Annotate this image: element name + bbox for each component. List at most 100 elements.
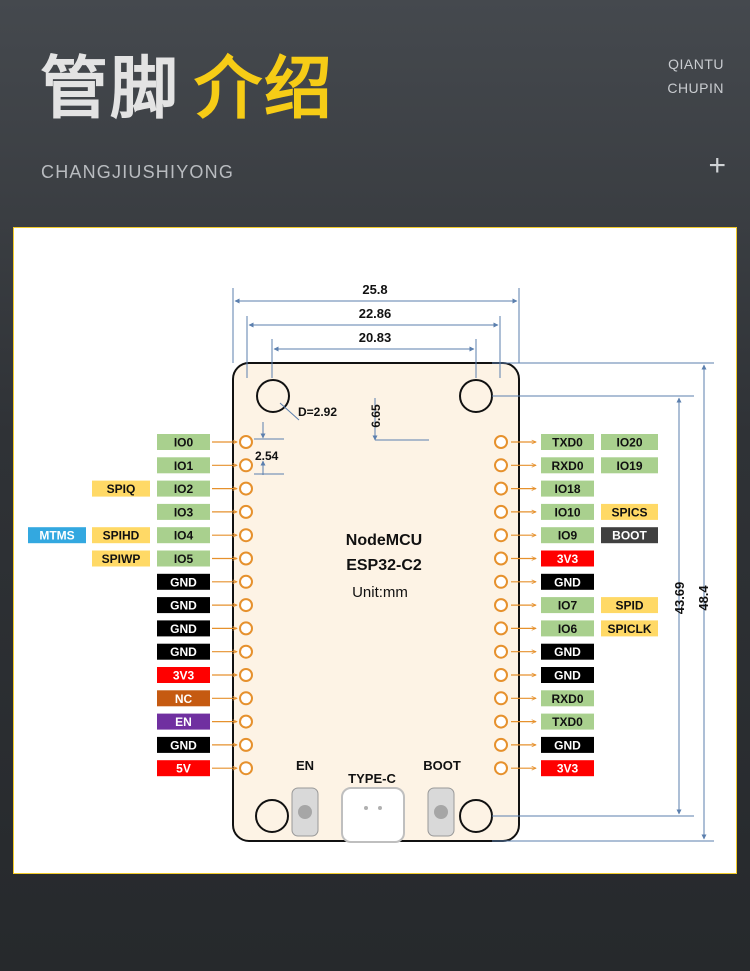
left-pin-hole-15 <box>239 761 253 776</box>
board-name: NodeMCU <box>346 532 422 549</box>
left-pin-hole-11 <box>239 668 253 682</box>
right-pin-1-alt-1: IO20 <box>616 436 642 450</box>
left-pin-6-alt-1: SPIWP <box>102 552 141 566</box>
brand-line-2: CHUPIN <box>667 80 724 96</box>
right-pin-hole-12 <box>494 691 508 706</box>
left-pin-label-10-box <box>157 643 210 660</box>
left-pin-label-15: 5V <box>176 762 191 776</box>
left-pin-hole-9 <box>239 621 253 636</box>
left-pin-label-14-box <box>157 736 210 753</box>
right-pin-label-9: IO6 <box>558 622 578 636</box>
right-pin-hole-15 <box>494 761 508 776</box>
brand-mark: QIANTU CHUPIN <box>667 52 724 100</box>
right-pin-label-5: IO9 <box>558 529 578 543</box>
right-pin-hole-1 <box>494 435 508 449</box>
right-pin-label-8: IO7 <box>558 599 578 613</box>
left-pin-label-2: IO1 <box>174 459 194 473</box>
brand-line-1: QIANTU <box>668 56 724 72</box>
usb-c-dot-right <box>378 806 382 810</box>
right-pin-label-1-box <box>541 434 594 450</box>
right-pin-5-alt-1-box <box>601 527 658 544</box>
right-pin-label-2: RXD0 <box>551 459 583 473</box>
right-pin-label-14-box <box>541 736 594 753</box>
right-pin-label-6-box <box>541 550 594 567</box>
left-pin-hole-4 <box>239 504 253 519</box>
usb-port-label: TYPE-C <box>348 771 396 786</box>
mounting-hole-top-left <box>256 379 290 413</box>
left-pin-hole-14 <box>239 737 253 752</box>
right-pin-hole-2 <box>494 458 508 473</box>
en-button-cap <box>298 805 312 819</box>
left-pin-label-8: GND <box>170 599 197 613</box>
right-pin-label-7-box <box>541 573 594 590</box>
right-pin-label-4: IO10 <box>554 505 580 519</box>
right-pin-label-15-box <box>541 760 594 777</box>
right-pin-hole-14 <box>494 737 508 752</box>
right-pin-label-7: GND <box>554 575 581 589</box>
left-pin-hole-1 <box>239 435 253 449</box>
left-pin-label-13: EN <box>175 715 192 729</box>
board-outline <box>232 362 520 842</box>
pinout-diagram: 25.8 22.86 20.83 D=2.92 6.65 2.54 43.69 … <box>28 282 714 843</box>
right-pin-label-9-box <box>541 620 594 637</box>
left-pin-label-14: GND <box>170 738 197 752</box>
left-pin-label-13-box <box>157 713 210 730</box>
right-pin-label-10: GND <box>554 645 581 659</box>
left-pin-3-alt-1: SPIQ <box>107 482 136 496</box>
usb-c-port[interactable] <box>341 787 405 843</box>
right-pin-label-12-box <box>541 690 594 707</box>
right-pin-5-alt-1: BOOT <box>612 529 647 543</box>
left-pin-label-1-box <box>157 434 210 450</box>
left-pin-label-10: GND <box>170 645 197 659</box>
left-pin-label-11-box <box>157 667 210 683</box>
right-pin-label-13: TXD0 <box>552 715 583 729</box>
left-pin-label-5-box <box>157 527 210 544</box>
left-pin-5-alt-1: SPIHD <box>103 529 140 543</box>
right-pin-label-3-box <box>541 480 594 497</box>
dim-pin-pitch: 2.54 <box>255 449 279 463</box>
left-pin-hole-10 <box>239 644 253 659</box>
right-pin-hole-3 <box>494 481 508 496</box>
left-pin-5-alt-1-box <box>92 527 150 544</box>
left-pin-label-12: NC <box>175 692 193 706</box>
right-pin-8-alt-1-box <box>601 597 658 614</box>
right-pin-label-14: GND <box>554 738 581 752</box>
right-pin-label-8-box <box>541 597 594 614</box>
plus-icon[interactable]: + <box>708 149 726 182</box>
right-pin-label-10-box <box>541 643 594 660</box>
usb-c-dot-left <box>364 806 368 810</box>
left-pin-hole-6 <box>239 551 253 566</box>
dim-width-outer: 25.8 <box>362 282 387 297</box>
right-pin-9-alt-1: SPICLK <box>607 622 651 636</box>
right-pin-label-1: TXD0 <box>552 436 583 450</box>
right-pin-label-15: 3V3 <box>557 762 579 776</box>
title-yellow: 介绍 <box>194 50 335 129</box>
right-pin-label-5-box <box>541 527 594 544</box>
dim-height-total: 48.4 <box>696 585 711 611</box>
right-pin-2-alt-1-box <box>601 457 658 474</box>
left-pin-hole-7 <box>239 574 253 589</box>
left-pin-6-alt-1-box <box>92 550 150 567</box>
right-pin-hole-6 <box>494 551 508 566</box>
left-pin-hole-3 <box>239 481 253 496</box>
left-pin-hole-2 <box>239 458 253 473</box>
left-pin-label-4: IO3 <box>174 505 194 519</box>
left-pin-header: IO0IO1IO2SPIQIO3IO4SPIHDMTMSIO5SPIWPGNDG… <box>28 434 253 777</box>
page-title: 管脚介绍 <box>40 48 334 132</box>
boot-button-cap <box>434 805 448 819</box>
left-pin-5-alt-2: MTMS <box>39 529 74 543</box>
dim-width-mid: 22.86 <box>359 306 392 321</box>
right-pin-hole-8 <box>494 598 508 613</box>
left-pin-3-alt-1-box <box>92 480 150 497</box>
right-pin-4-alt-1: SPICS <box>611 505 647 519</box>
left-pin-hole-5 <box>239 528 253 543</box>
left-pin-label-3: IO2 <box>174 482 194 496</box>
left-pin-hole-13 <box>239 714 253 729</box>
mounting-hole-bottom-left <box>255 799 289 833</box>
left-pin-label-1: IO0 <box>174 436 194 450</box>
right-pin-hole-4 <box>494 504 508 519</box>
left-pin-label-6-box <box>157 550 210 567</box>
en-button-label: EN <box>296 758 314 773</box>
right-pin-hole-7 <box>494 574 508 589</box>
left-pin-label-6: IO5 <box>174 552 194 566</box>
